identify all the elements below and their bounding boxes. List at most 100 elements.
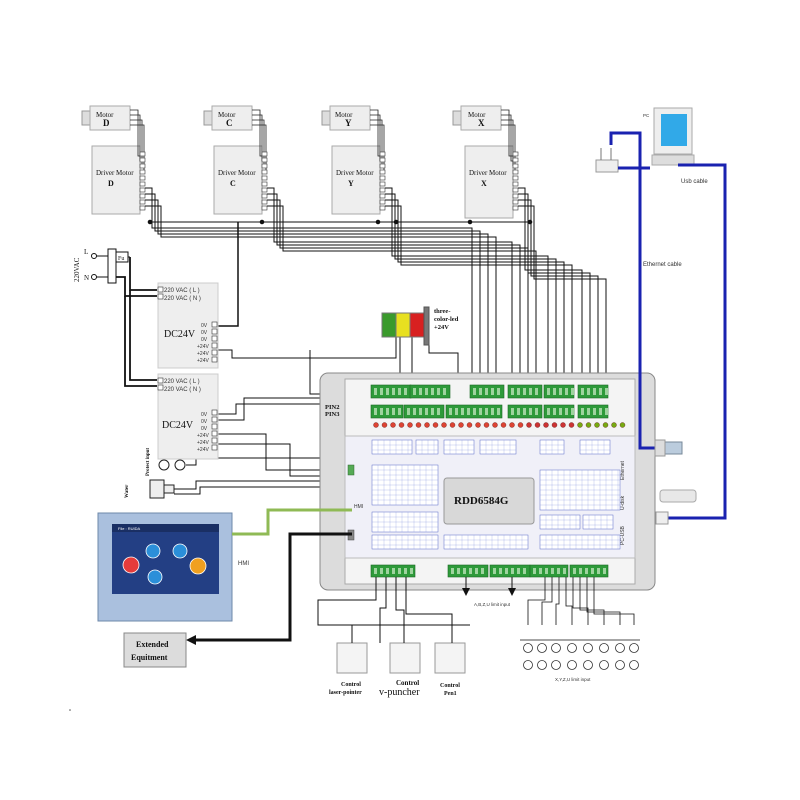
water-label: Water xyxy=(125,484,130,498)
ps-terminals xyxy=(157,286,218,451)
connector-pin xyxy=(599,408,602,415)
connector-pin xyxy=(485,408,488,415)
driver-terminal xyxy=(139,169,146,175)
connector-pin xyxy=(431,408,434,415)
input-wire xyxy=(465,577,513,588)
board-grid xyxy=(371,534,439,550)
motor-wire xyxy=(252,114,263,161)
board-led xyxy=(373,422,379,428)
driver-terminal xyxy=(261,187,268,193)
limit-switch xyxy=(629,643,639,653)
input-wire xyxy=(541,577,553,625)
ps-dc-terminal xyxy=(211,430,218,437)
motor-c-title: Motor xyxy=(218,111,236,119)
driver-x-letter: X xyxy=(481,179,487,188)
output-wire xyxy=(395,577,405,643)
board-led xyxy=(594,422,600,428)
pen-line-1: Control xyxy=(440,683,460,689)
connector-pin xyxy=(545,568,548,574)
connector-pin xyxy=(398,388,401,395)
ps-ac-terminal xyxy=(157,377,164,384)
junction-dot xyxy=(527,219,533,225)
psu-wire xyxy=(218,222,239,327)
junction-dot xyxy=(393,219,399,225)
output-v-puncher: Control v-puncher xyxy=(379,642,421,698)
motor-y-title: Motor xyxy=(335,111,353,119)
board-led xyxy=(483,422,490,428)
pc-label: PC xyxy=(643,113,650,118)
driver-terminal xyxy=(512,163,519,169)
driver-terminals xyxy=(139,151,519,211)
board-led xyxy=(568,422,575,428)
extended-line-2: Equitment xyxy=(131,653,168,662)
driver-terminal xyxy=(261,205,268,211)
limit-switch xyxy=(537,643,547,653)
board-grid xyxy=(415,439,439,455)
ac-voltage-label: 220VAC xyxy=(73,257,81,282)
hmi-button-5 xyxy=(147,569,163,585)
connector-pin xyxy=(392,568,395,574)
driver-terminal xyxy=(139,175,146,181)
board-led xyxy=(560,422,566,428)
driver-terminal xyxy=(512,199,519,205)
connector-pin xyxy=(413,408,416,415)
driver-terminal xyxy=(261,181,268,187)
bottom-switches xyxy=(462,577,640,670)
driver-y: Driver Motor Y xyxy=(331,145,381,215)
connector-pin xyxy=(481,568,484,574)
ps2-out-3: 0V xyxy=(201,426,208,432)
stray-dot xyxy=(69,709,71,711)
driver-terminal xyxy=(379,181,386,187)
ps-dc-terminal xyxy=(211,321,218,328)
signal-wires xyxy=(145,187,607,495)
connector-pin xyxy=(380,568,383,574)
ps2-out-1: 0V xyxy=(201,412,208,418)
connector-pin xyxy=(511,388,514,395)
ps-dc-terminal xyxy=(211,444,218,451)
driver-terminal xyxy=(379,205,386,211)
signal-wire xyxy=(385,199,565,390)
motor-wire xyxy=(370,114,381,161)
ethernet-port-label: Ethernet xyxy=(620,460,626,480)
motor-d-letter: D xyxy=(103,118,110,128)
controller-model: RDD6584G xyxy=(454,495,509,507)
laser-line-1: Control xyxy=(341,682,361,688)
driver-terminal xyxy=(512,169,519,175)
motor-c-letter: C xyxy=(226,118,233,128)
hmi-cable xyxy=(232,508,352,536)
signal-wire xyxy=(385,193,557,390)
output-laser-pointer: Control laser-pointer xyxy=(329,642,368,696)
connector-pin xyxy=(469,568,472,574)
board-led xyxy=(619,422,626,428)
connector-pin xyxy=(449,408,452,415)
driver-terminal xyxy=(512,151,519,157)
driver-terminal xyxy=(261,163,268,169)
output-wires xyxy=(317,577,470,643)
driver-terminal xyxy=(261,193,268,199)
connector-pin xyxy=(559,388,562,395)
connector-pin xyxy=(485,388,488,395)
connector-pin xyxy=(425,388,428,395)
led-label-3: +24V xyxy=(434,324,449,331)
three-color-led: three- color-led +24V xyxy=(381,306,459,346)
input-wire xyxy=(572,577,589,625)
connector-pin xyxy=(473,408,476,415)
connector-pin xyxy=(413,388,416,395)
driver-terminal xyxy=(512,205,519,211)
connector-pin xyxy=(455,408,458,415)
connector-pin xyxy=(559,408,562,415)
extended-cable xyxy=(196,532,352,642)
ps2-out-6: +24V xyxy=(197,447,209,453)
usb-stick xyxy=(659,489,697,503)
hmi-panel: File : RUIDA xyxy=(97,512,233,622)
connector-pin xyxy=(491,408,494,415)
usb-cable-label: Usb cable xyxy=(681,179,708,185)
driver-terminal xyxy=(512,193,519,199)
connector-pin xyxy=(563,568,566,574)
power-supply-2: 220 VAC ( L ) 220 VAC ( N ) DC24V 0V 0V … xyxy=(157,373,219,460)
pcusb-port-label: PC-USB xyxy=(620,525,626,545)
pc-computer: PC xyxy=(643,107,695,166)
driver-terminal xyxy=(261,169,268,175)
driver-terminal xyxy=(379,151,386,157)
signal-wire xyxy=(267,199,529,390)
